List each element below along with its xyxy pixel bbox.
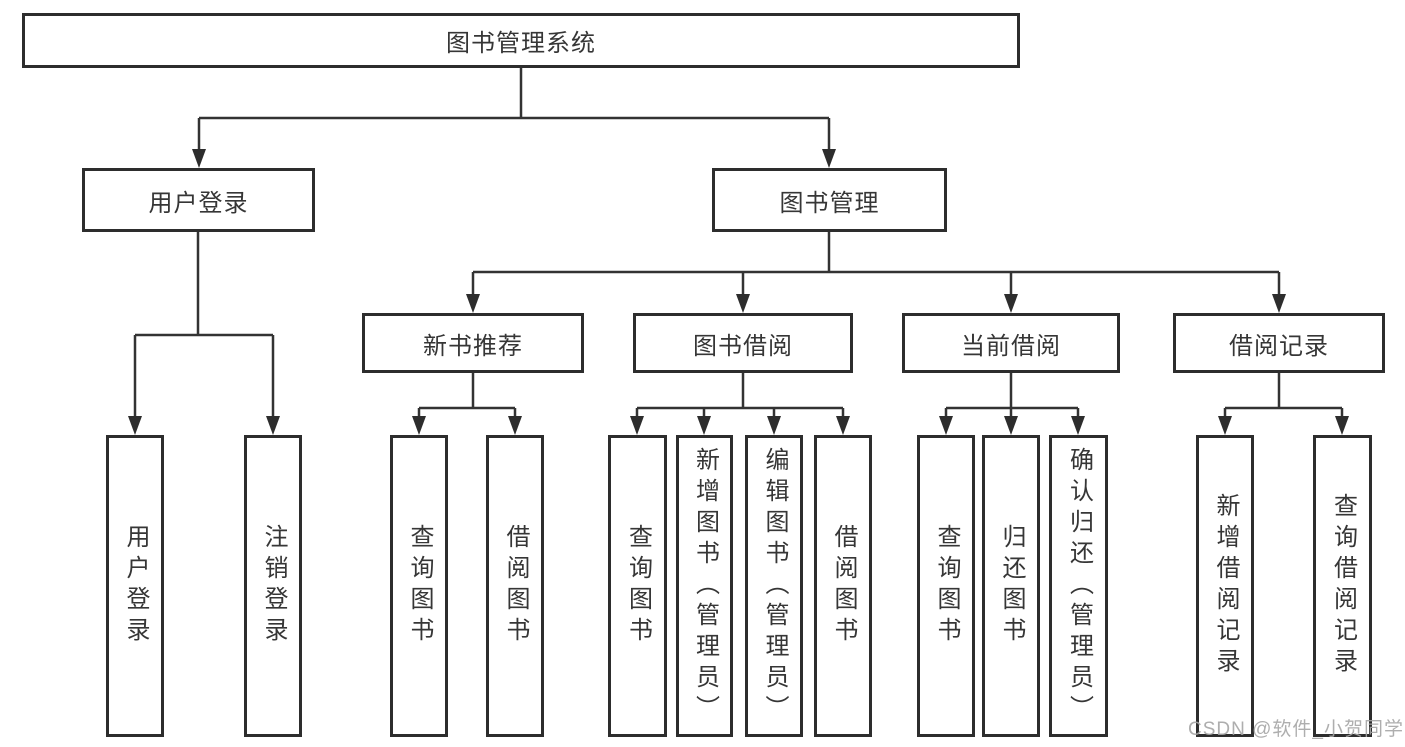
arrowhead-down-icon — [1218, 416, 1232, 435]
node-book-borrow: 图书借阅 — [633, 313, 853, 373]
node-label: 借阅图书 — [830, 524, 857, 648]
node-label: 注销登录 — [260, 524, 287, 648]
node-book-management: 图书管理 — [712, 168, 947, 232]
node-user-login: 用户登录 — [82, 168, 315, 232]
arrowhead-down-icon — [1004, 416, 1018, 435]
arrowhead-down-icon — [412, 416, 426, 435]
node-leaf-query-books-1: 查询图书 — [390, 435, 448, 737]
node-leaf-return-books: 归还图书 — [982, 435, 1040, 737]
node-leaf-logout: 注销登录 — [244, 435, 302, 737]
arrowhead-down-icon — [266, 416, 280, 435]
connector-book-borrow-to-children — [630, 373, 850, 435]
node-label: 归还图书 — [998, 524, 1025, 648]
connector-user-login-to-children — [128, 232, 280, 435]
node-leaf-confirm-return-admin: 确认归还（管理员） — [1049, 435, 1108, 737]
csdn-watermark: CSDN @软件_小贺同学 — [1188, 719, 1404, 740]
node-new-book-recommend: 新书推荐 — [362, 313, 584, 373]
connector-root-to-level2 — [192, 68, 836, 168]
arrowhead-down-icon — [697, 416, 711, 435]
arrowhead-down-icon — [1071, 416, 1085, 435]
connector-book-management-to-children — [466, 232, 1286, 313]
node-label: 确认归还（管理员） — [1065, 446, 1093, 726]
node-label: 用户登录 — [122, 524, 149, 648]
node-leaf-add-borrow-record: 新增借阅记录 — [1196, 435, 1254, 737]
node-library-management-system: 图书管理系统 — [22, 13, 1020, 68]
arrowhead-down-icon — [508, 416, 522, 435]
node-label: 新增图书（管理员） — [691, 446, 719, 726]
arrowhead-down-icon — [1004, 294, 1018, 313]
node-label: 查询图书 — [933, 524, 960, 648]
arrowhead-down-icon — [192, 149, 206, 168]
node-label: 查询借阅记录 — [1329, 493, 1357, 679]
arrowhead-down-icon — [767, 416, 781, 435]
arrowhead-down-icon — [736, 294, 750, 313]
arrowhead-down-icon — [939, 416, 953, 435]
node-leaf-query-books-3: 查询图书 — [917, 435, 975, 737]
arrowhead-down-icon — [630, 416, 644, 435]
node-leaf-edit-books-admin: 编辑图书（管理员） — [745, 435, 803, 737]
arrowhead-down-icon — [466, 294, 480, 313]
node-leaf-query-borrow-record: 查询借阅记录 — [1313, 435, 1372, 737]
arrowhead-down-icon — [1272, 294, 1286, 313]
node-leaf-borrow-books-1: 借阅图书 — [486, 435, 544, 737]
arrowhead-down-icon — [1335, 416, 1349, 435]
node-leaf-user-login: 用户登录 — [106, 435, 164, 737]
arrowhead-down-icon — [836, 416, 850, 435]
node-leaf-borrow-books-2: 借阅图书 — [814, 435, 872, 737]
node-label: 编辑图书（管理员） — [761, 446, 788, 726]
node-current-borrow: 当前借阅 — [902, 313, 1120, 373]
connector-borrow-records-to-children — [1218, 373, 1349, 435]
node-borrow-records: 借阅记录 — [1173, 313, 1385, 373]
node-label: 新增借阅记录 — [1212, 493, 1239, 679]
connector-current-borrow-to-children — [939, 373, 1085, 435]
node-label: 查询图书 — [406, 524, 433, 648]
node-label: 借阅图书 — [502, 524, 529, 648]
arrowhead-down-icon — [822, 149, 836, 168]
node-leaf-query-books-2: 查询图书 — [608, 435, 667, 737]
node-label: 查询图书 — [624, 524, 652, 648]
node-leaf-add-books-admin: 新增图书（管理员） — [676, 435, 733, 737]
connector-new-book-recommend-to-children — [412, 373, 522, 435]
arrowhead-down-icon — [128, 416, 142, 435]
